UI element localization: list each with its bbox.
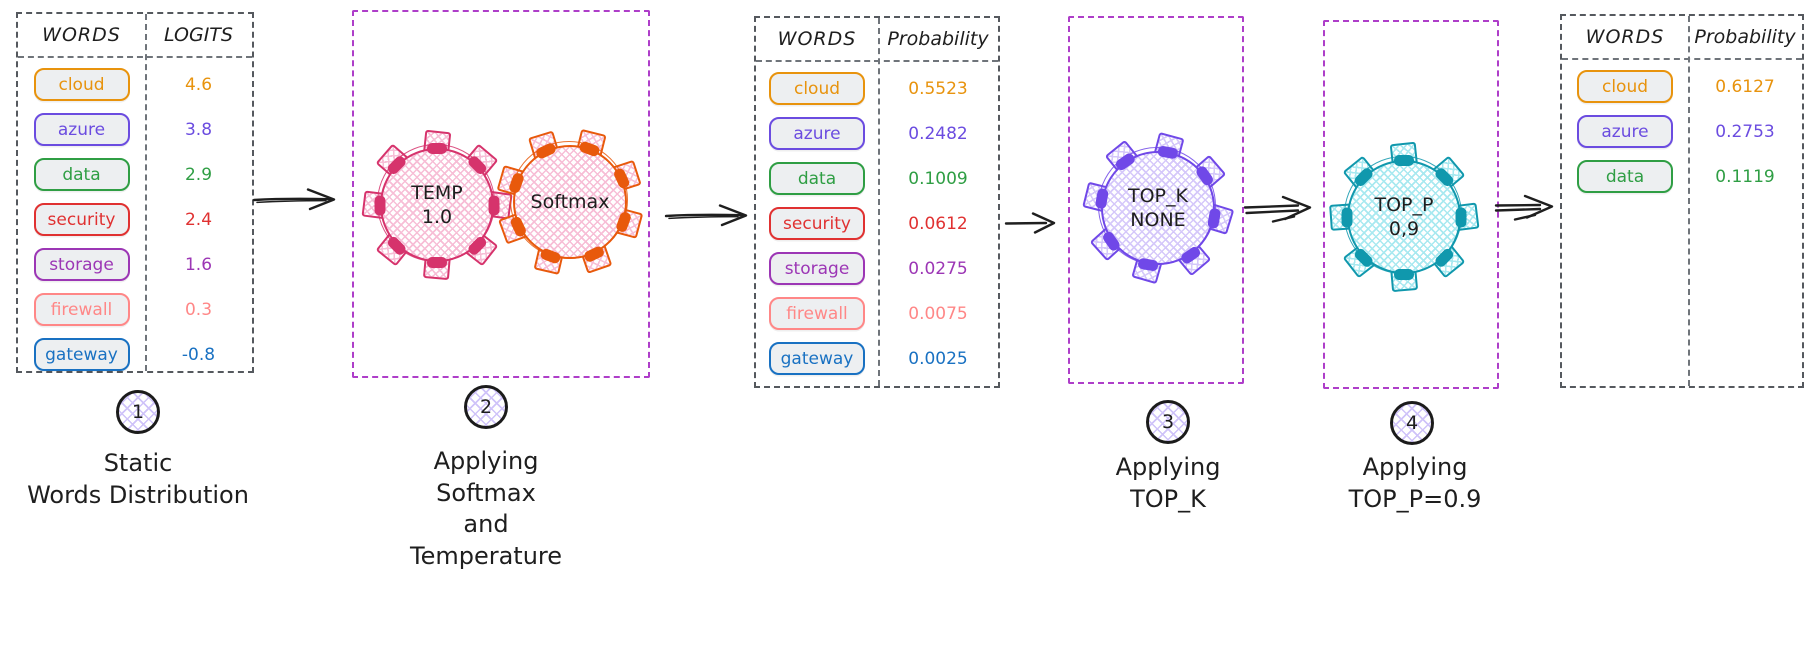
- word-pill: storage: [769, 252, 865, 285]
- probability-value: 0.1009: [908, 168, 968, 189]
- table-header-row: WORDS Probability: [756, 18, 998, 62]
- top-p-gear-label: TOP_P 0,9: [1374, 193, 1434, 240]
- word-pill: gateway: [33, 338, 130, 371]
- word-pill: cloud: [769, 72, 865, 105]
- word-pill: data: [1577, 160, 1673, 193]
- probability-value: 0.0025: [908, 348, 968, 369]
- top-k-stage-box: [1068, 16, 1244, 384]
- column-header-words: WORDS: [42, 24, 121, 46]
- flow-arrow-2-icon: [664, 204, 748, 227]
- column-header-words: WORDS: [1585, 26, 1665, 48]
- column-divider: [145, 14, 147, 371]
- column-header-probability: Probability: [887, 28, 989, 50]
- final-probability-table: WORDS Probability cloud 0.6127 azure 0.2…: [1560, 14, 1804, 388]
- probability-value: 0.0075: [908, 303, 968, 324]
- flow-arrow-4-icon: [1243, 195, 1312, 223]
- logit-value: 0.3: [184, 299, 213, 320]
- logit-value: 2.4: [184, 209, 213, 230]
- table-row: data 0.1009: [756, 156, 998, 201]
- column-divider: [878, 18, 880, 386]
- softmax-gear-label: Softmax: [530, 190, 610, 213]
- temperature-gear-label: TEMP 1.0: [411, 181, 463, 228]
- softmax-gear: Softmax: [485, 117, 655, 287]
- logit-value: -0.8: [181, 344, 216, 365]
- top-p-gear: TOP_P 0,9: [1319, 132, 1489, 302]
- word-pill: cloud: [33, 68, 130, 101]
- probability-value: 0.6127: [1715, 76, 1775, 97]
- word-pill: gateway: [769, 342, 865, 375]
- logits-table: WORDS LOGITS cloud 4.6 azure 3.8 data 2.…: [16, 12, 254, 373]
- step-2-badge: 2: [464, 385, 508, 429]
- probability-value: 0.2482: [908, 123, 968, 144]
- word-pill: firewall: [769, 297, 865, 330]
- step-1-badge: 1: [116, 390, 160, 434]
- probability-value: 0.0275: [908, 258, 968, 279]
- word-pill: data: [33, 158, 130, 191]
- table-body: cloud 4.6 azure 3.8 data 2.9 security 2.…: [18, 58, 252, 377]
- step-3-badge: 3: [1146, 400, 1190, 444]
- column-header-words: WORDS: [777, 28, 857, 50]
- flow-arrow-3-icon: [1004, 212, 1056, 234]
- word-pill: security: [33, 203, 130, 236]
- probability-value: 0.0612: [908, 213, 968, 234]
- table-body: cloud 0.6127 azure 0.2753 data 0.1119: [1562, 60, 1802, 199]
- top-k-gear-label: TOP_K NONE: [1128, 184, 1188, 231]
- column-header-probability: Probability: [1694, 26, 1796, 48]
- probability-value: 0.2753: [1715, 121, 1775, 142]
- column-header-logits: LOGITS: [164, 24, 233, 46]
- table-row: storage 1.6: [18, 242, 252, 287]
- word-pill: firewall: [33, 293, 130, 326]
- table-row: security 2.4: [18, 197, 252, 242]
- step-3-caption: Applying TOP_K: [1115, 453, 1221, 513]
- logit-value: 3.8: [184, 119, 213, 140]
- table-row: azure 0.2753: [1562, 109, 1802, 154]
- table-row: data 0.1119: [1562, 154, 1802, 199]
- table-row: gateway -0.8: [18, 332, 252, 377]
- table-row: cloud 0.5523: [756, 66, 998, 111]
- probability-value: 0.1119: [1715, 166, 1775, 187]
- column-divider: [1688, 16, 1690, 386]
- probability-table: WORDS Probability cloud 0.5523 azure 0.2…: [754, 16, 1000, 388]
- step-1-caption: Static Words Distribution: [27, 449, 249, 509]
- table-header-row: WORDS Probability: [1562, 16, 1802, 60]
- word-pill: azure: [33, 113, 130, 146]
- word-pill: data: [769, 162, 865, 195]
- table-row: azure 3.8: [18, 107, 252, 152]
- word-pill: cloud: [1577, 70, 1673, 103]
- gear-body: [510, 141, 628, 259]
- logit-value: 4.6: [184, 74, 213, 95]
- step-4-caption: Applying TOP_P=0.9: [1348, 453, 1482, 513]
- table-row: security 0.0612: [756, 201, 998, 246]
- table-row: azure 0.2482: [756, 111, 998, 156]
- logit-value: 1.6: [184, 254, 213, 275]
- flow-arrow-5-icon: [1494, 194, 1554, 221]
- table-row: cloud 0.6127: [1562, 64, 1802, 109]
- word-pill: security: [769, 207, 865, 240]
- temperature-gear: TEMP 1.0: [352, 120, 522, 290]
- table-row: storage 0.0275: [756, 246, 998, 291]
- table-row: firewall 0.3: [18, 287, 252, 332]
- table-row: firewall 0.0075: [756, 291, 998, 336]
- step-4-badge: 4: [1390, 401, 1434, 445]
- table-header-row: WORDS LOGITS: [18, 14, 252, 58]
- word-pill: azure: [1577, 115, 1673, 148]
- word-pill: storage: [33, 248, 130, 281]
- logit-value: 2.9: [184, 164, 213, 185]
- flow-arrow-1-icon: [252, 188, 336, 211]
- step-2-caption: Applying Softmax and Temperature: [409, 447, 563, 571]
- top-k-gear: TOP_K NONE: [1073, 123, 1243, 293]
- table-row: cloud 4.6: [18, 62, 252, 107]
- softmax-stage-box: [352, 10, 650, 378]
- table-row: gateway 0.0025: [756, 336, 998, 381]
- table-body: cloud 0.5523 azure 0.2482 data 0.1009 se…: [756, 62, 998, 381]
- word-pill: azure: [769, 117, 865, 150]
- table-row: data 2.9: [18, 152, 252, 197]
- probability-value: 0.5523: [908, 78, 968, 99]
